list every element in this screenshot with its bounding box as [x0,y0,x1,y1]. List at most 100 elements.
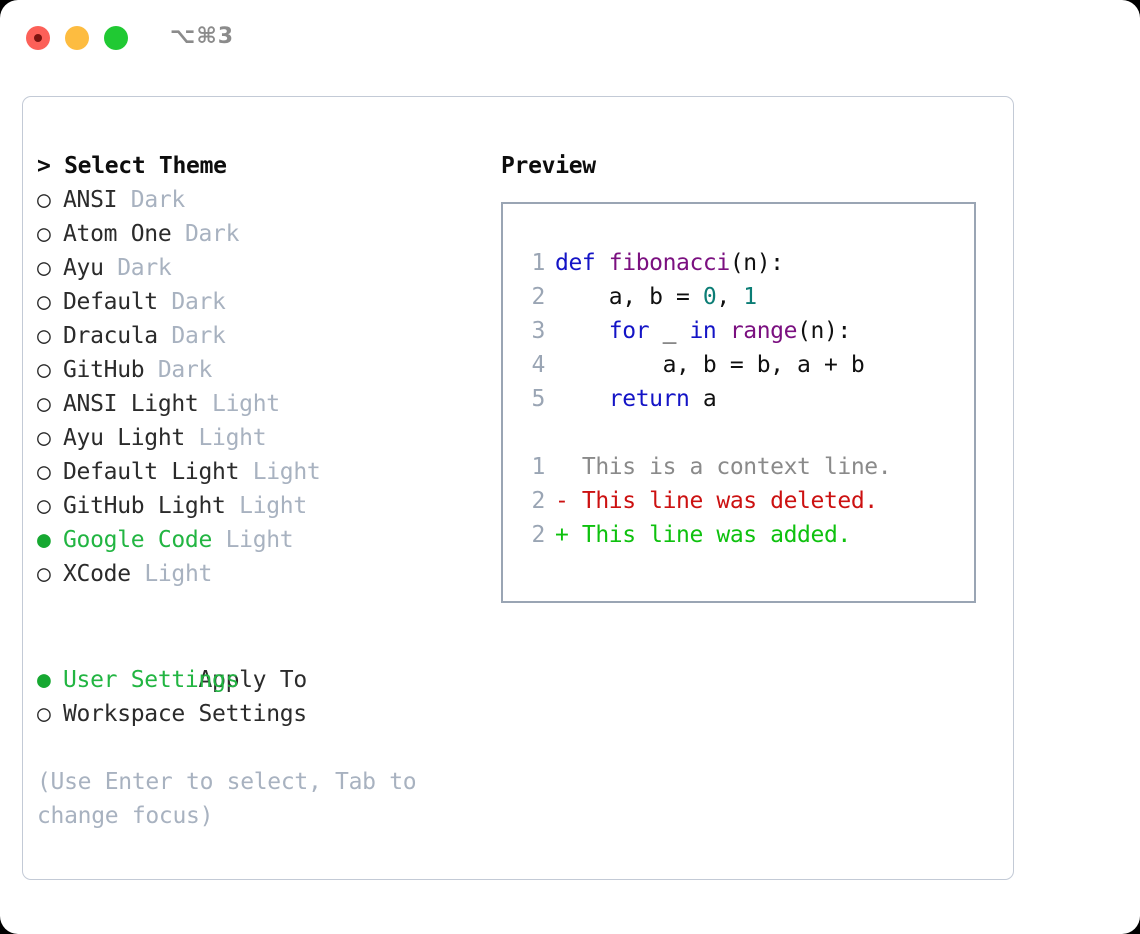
code-token-kw: def [555,250,609,276]
theme-option-6[interactable]: ○ ANSI Light Light [37,387,497,421]
apply-to-option-label: User Settings [63,667,240,693]
theme-option-tag: Light [252,459,321,485]
radio-unselected-icon: ○ [37,187,51,213]
apply-to-header-label: Apply To [198,667,307,693]
code-token-kw: return [608,386,690,412]
apply-to-option-label: Workspace Settings [63,701,307,727]
diff-text: This line was added. [568,522,851,548]
theme-option-0[interactable]: ○ ANSI Dark [37,183,497,217]
main-panel: > Select Theme ○ANSI Dark○Atom One Dark○… [22,96,1014,880]
radio-unselected-icon: ○ [37,701,51,727]
code-token-plain [555,386,609,412]
code-token-plain: (n): [729,250,784,276]
radio-unselected-icon: ○ [37,391,51,417]
theme-option-tag: Light [198,425,267,451]
theme-option-tag: Dark [171,323,226,349]
code-token-kw: in [689,318,717,344]
panel-columns: > Select Theme ○ANSI Dark○Atom One Dark○… [23,97,1013,879]
code-token-plain: a [689,386,717,412]
code-token-plain: a, b = [555,284,703,310]
theme-option-gap [104,255,118,281]
maximize-window-button[interactable] [104,26,128,50]
code-line: 4 a, b = b, a + b [517,348,968,382]
theme-option-10[interactable]: ●Google Code Light [37,523,497,557]
select-theme-header: > Select Theme [37,153,227,179]
theme-option-8[interactable]: ○ Default Light Light [37,455,497,489]
diff-line: 1 This is a context line. [517,450,968,484]
theme-option-tag: Light [225,527,294,553]
apply-to-option-1[interactable]: ○ Workspace Settings [37,697,497,731]
theme-option-name: ANSI Light [63,391,199,417]
title-bar: ⌥⌘3 [0,0,1140,78]
theme-option-gap [226,493,240,519]
code-token-num: 1 [743,284,757,310]
theme-option-9[interactable]: ○ GitHub Light Light [37,489,497,523]
theme-option-7[interactable]: ○Ayu Light Light [37,421,497,455]
radio-unselected-icon: ○ [37,221,51,247]
theme-option-gap [171,221,185,247]
theme-option-gap [185,425,199,451]
code-token-fn: range [729,318,798,344]
code-line-number: 2 [531,284,546,310]
theme-option-gap [158,289,172,315]
diff-sign: + [555,522,569,548]
diff-line-number: 2 [531,522,546,548]
theme-option-4[interactable]: ○ Dracula Dark [37,319,497,353]
theme-option-tag: Dark [184,221,240,247]
diff-line-number: 2 [531,488,546,514]
theme-option-3[interactable]: ○Default Dark [37,285,497,319]
code-line: 2 a, b = 0, 1 [517,280,968,314]
theme-option-name: XCode [63,561,131,587]
diff-sign: - [555,488,569,514]
keyboard-shortcut-label: ⌥⌘3 [170,24,235,49]
code-token-num: 0 [702,284,717,310]
theme-option-name: ANSI [63,187,118,213]
code-line-number: 3 [531,318,546,344]
diff-line: 2- This line was deleted. [517,484,968,518]
apply-to-list[interactable]: ● User Settings ○ Workspace Settings [37,663,497,731]
theme-option-name: Default Light [63,459,240,485]
apply-to-header: Apply To [37,629,497,693]
apply-to-option-0[interactable]: ● User Settings [37,663,497,697]
theme-list[interactable]: ○ANSI Dark○Atom One Dark○Ayu Dark○Defaul… [37,183,497,591]
theme-option-name: Default [63,289,158,315]
diff-sample: 1 This is a context line.2- This line wa… [517,450,968,552]
close-window-button[interactable] [26,26,50,50]
code-token-plain [716,318,729,344]
theme-option-name: Dracula [63,323,158,349]
theme-option-5[interactable]: ○GitHub Dark [37,353,497,387]
theme-option-tag: Dark [157,357,213,383]
diff-line: 2 + This line was added. [517,518,968,552]
code-line-number: 4 [531,352,546,378]
theme-option-name: GitHub [63,357,145,383]
code-line-number: 5 [531,386,546,412]
diff-text: This line was deleted. [568,488,878,514]
theme-option-2[interactable]: ○Ayu Dark [37,251,497,285]
theme-option-name: Ayu [63,255,104,281]
diff-text: This is a context line. [568,454,892,480]
radio-selected-icon: ● [37,527,51,553]
theme-option-tag: Light [212,391,280,417]
theme-option-1[interactable]: ○ Atom One Dark [37,217,497,251]
theme-option-11[interactable]: ○XCode Light [37,557,497,591]
minimize-window-button[interactable] [65,26,89,50]
theme-option-name: GitHub Light [63,493,226,519]
radio-unselected-icon: ○ [37,493,51,519]
diff-line-number: 1 [531,454,546,480]
theme-option-gap [158,323,172,349]
theme-option-gap [131,561,145,587]
radio-selected-icon: ● [37,667,51,693]
theme-option-tag: Dark [130,187,186,213]
theme-option-tag: Light [239,493,307,519]
radio-unselected-icon: ○ [37,459,51,485]
radio-unselected-icon: ○ [37,323,51,349]
theme-option-name: Atom One [63,221,172,247]
theme-option-gap [117,187,131,213]
theme-option-tag: Dark [171,289,226,315]
radio-unselected-icon: ○ [37,561,51,587]
preview-title: Preview [501,153,596,179]
